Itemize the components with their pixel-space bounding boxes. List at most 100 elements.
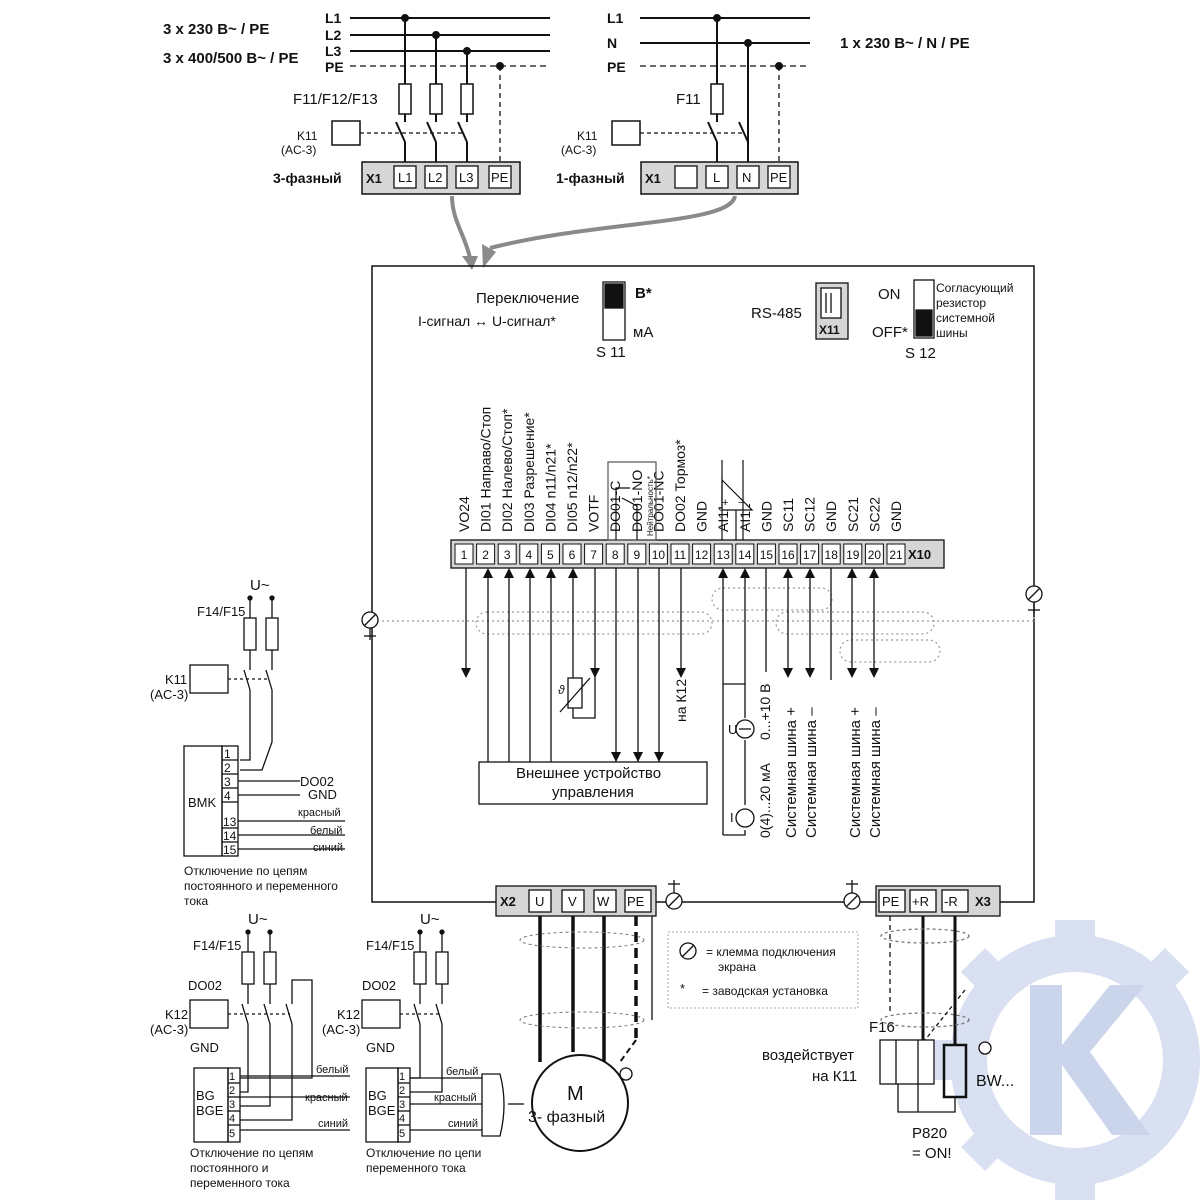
x10-terminal-number: 21 (889, 548, 903, 562)
x3-acts-2: на К11 (812, 1068, 857, 1085)
x10-terminal-number: 5 (547, 548, 554, 562)
legend-box (667, 931, 859, 1009)
bg2-pin-2: 2 (399, 1085, 405, 1097)
bmk-caption-1: Отключение по цепям (184, 864, 307, 878)
x10-terminal-label: GND (823, 501, 839, 532)
shield-clamp-icon-left (361, 611, 379, 640)
switch-s11 (602, 281, 626, 341)
x3-param-1: P820 (912, 1125, 947, 1142)
x10-terminal-6 (562, 543, 582, 565)
x10-terminal-number: 19 (846, 548, 860, 562)
x10-u-symbol: U (728, 722, 737, 737)
x10-terminal-5 (540, 543, 560, 565)
bmk-pin-3: 3 (224, 775, 231, 789)
bg1-caption-2: постоянного и (190, 1161, 268, 1175)
x10-terminal-number: 10 (652, 548, 666, 562)
x10-terminal-21 (886, 543, 906, 565)
bg2-contactor: K12 (337, 1007, 360, 1022)
x10-terminal-number: 13 (717, 548, 731, 562)
x10-k12-label: на К12 (673, 679, 689, 722)
x10-terminal-label: SC21 (845, 497, 861, 532)
motor-label: M (567, 1083, 584, 1105)
x10-internal-symbols (607, 460, 754, 541)
supply1-line-PE: PE (607, 59, 626, 75)
x10-terminal-15 (756, 543, 776, 565)
x3-block-label: X3 (975, 894, 991, 909)
shield-clamp-icon-x3 (843, 880, 861, 910)
supply1-contactor-cat: (AC-3) (561, 143, 596, 157)
x10-terminal-label: GND (694, 501, 710, 532)
supply3-line-L3: L3 (325, 43, 342, 59)
x10-terminal-label: SC22 (866, 497, 882, 532)
bg2-pin-5: 5 (399, 1128, 405, 1140)
x10-terminal-1 (454, 543, 474, 565)
legend-shield-icon (679, 942, 697, 960)
bg1-fuses: F14/F15 (193, 938, 241, 953)
x10-terminal-label: DI02 Налево/Стоп* (499, 408, 515, 532)
s12-off: OFF* (872, 324, 908, 341)
inverter-box (371, 265, 1035, 903)
bg1-wire-blue: синий (318, 1118, 348, 1130)
s11-top-label: B* (635, 285, 652, 302)
supply3-voltage2: 3 x 400/500 B~ / PE (163, 50, 299, 67)
x10-terminal-9 (627, 543, 647, 565)
supply1-voltage: 1 x 230 B~ / N / PE (840, 35, 970, 52)
s11-title: Переключение (476, 290, 579, 307)
x10-terminal-label: DO01-NC (650, 471, 666, 532)
bmk-wire-blue: синий (313, 842, 343, 854)
bmk-pin-2: 2 (224, 761, 231, 775)
x10-terminal-number: 1 (461, 548, 468, 562)
x10-i-range: 0(4)...20 мА (757, 762, 773, 838)
bmk-wire-do02: DO02 (300, 774, 334, 789)
x10-terminal-number: 17 (803, 548, 817, 562)
bg1-do: DO02 (188, 978, 222, 993)
supply1-line-N: N (607, 35, 617, 51)
x10-terminal-14 (735, 543, 755, 565)
x10-terminal-label: GND (888, 501, 904, 532)
x10-theta-symbol: ϑ (558, 683, 565, 697)
bmk-contactor-cat: (AC-3) (150, 687, 188, 702)
bg2-gnd: GND (366, 1040, 395, 1055)
bg1-pin-3: 3 (229, 1099, 235, 1111)
bg1-contactor-cat: (AC-3) (150, 1022, 188, 1037)
arrowhead-left (462, 256, 478, 270)
bmk-pin-1: 1 (224, 747, 231, 761)
x10-terminal-2 (476, 543, 496, 565)
supply3-terminal-title: 3-фазный (273, 170, 342, 186)
watermark-gear-logo (935, 920, 1200, 1200)
x10-bus-a-plus: Системная шина + (783, 707, 800, 838)
bg2-circuit (361, 929, 524, 1143)
x10-terminal-19 (843, 543, 863, 565)
x10-arrowheads (461, 568, 879, 762)
x10-terminal-17 (800, 543, 820, 565)
x10-terminal-label: SC12 (802, 497, 818, 532)
x10-terminal-12 (692, 543, 712, 565)
bg2-do: DO02 (362, 978, 396, 993)
x10-terminal-number: 14 (738, 548, 752, 562)
x3-acts-1: воздействует (762, 1047, 854, 1064)
x10-terminal-3 (497, 543, 517, 565)
bg1-pin-1: 1 (229, 1071, 235, 1083)
x10-ext-device-1: Внешнее устройство (516, 765, 661, 782)
supply1-term-4: PE (770, 170, 788, 185)
s11-name: S 11 (596, 344, 626, 361)
x2-block (495, 885, 657, 917)
s11-bottom-label: мА (633, 324, 653, 341)
legend-factory-symbol: * (680, 981, 685, 996)
x3-param-2: = ON! (912, 1145, 952, 1162)
x10-terminal-label: DI04 n11/n21* (542, 443, 558, 532)
switch-s12 (913, 279, 935, 339)
s12-desc-4: шины (936, 326, 968, 340)
bg1-pin-4: 4 (229, 1113, 235, 1125)
bg1-caption-1: Отключение по цепям (190, 1146, 313, 1160)
bmk-caption-2: постоянного и переменного (184, 879, 338, 893)
x10-terminal-number: 2 (482, 548, 489, 562)
supply1-terminal-title: 1-фазный (556, 170, 625, 186)
s12-desc-3: системной (936, 311, 995, 325)
x10-terminal-label: DO01-NO (629, 470, 645, 532)
bg1-name-2: BGE (196, 1103, 224, 1118)
supply3-line-L2: L2 (325, 27, 342, 43)
x2-term-pe: PE (627, 894, 645, 909)
x3-circuit (879, 916, 992, 1113)
